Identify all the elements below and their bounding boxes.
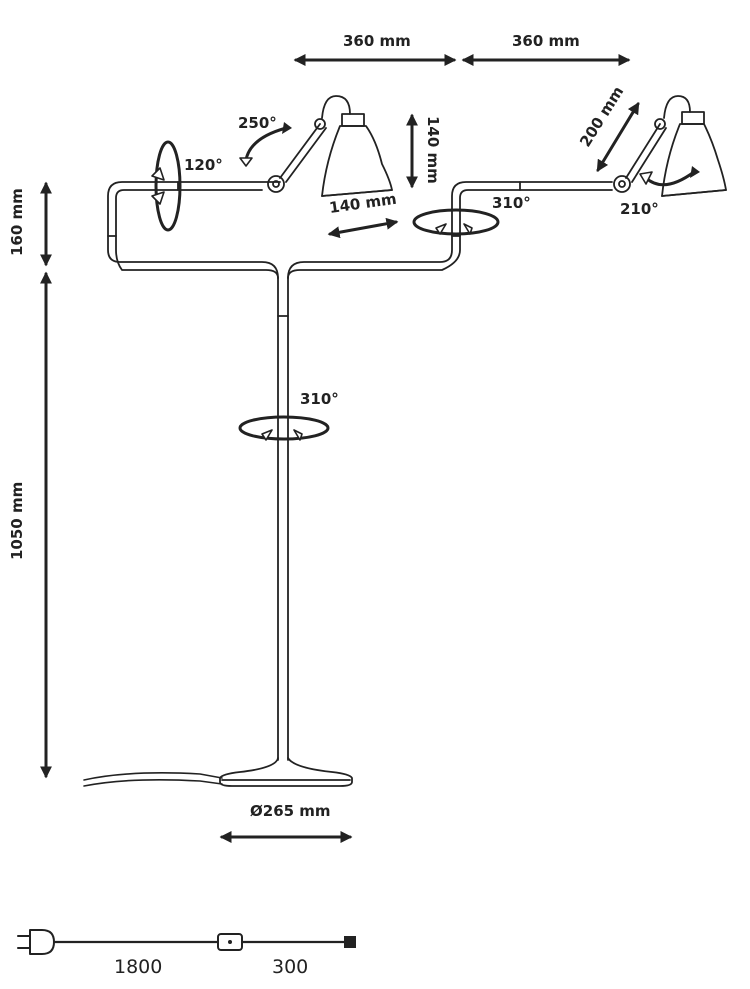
base-diameter-label: Ø265 mm	[250, 802, 331, 820]
floor-cord	[83, 772, 223, 781]
rotation-arrows	[151, 122, 700, 441]
arm-right-reach-label: 360 mm	[343, 32, 411, 50]
cord-diagram: 1800 300	[17, 929, 356, 978]
right-shade-tilt-label: 210°	[620, 200, 659, 218]
left-shade-tilt-label: 250°	[238, 114, 277, 132]
cord-end-connector	[344, 936, 356, 948]
left-arm-swivel-label: 120°	[184, 156, 223, 174]
right-arm-length-label: 200 mm	[576, 83, 627, 150]
stand-height-label: 1050 mm	[8, 482, 26, 560]
arm-left-reach-label: 360 mm	[512, 32, 580, 50]
lamp-base	[219, 757, 353, 787]
head-height-label: 160 mm	[8, 188, 26, 256]
plug-to-switch-length: 1800	[114, 956, 162, 978]
dimension-arrows	[40, 54, 640, 843]
left-lamp-head	[267, 95, 393, 197]
right-lamp-head	[613, 95, 727, 197]
switch-icon	[217, 933, 243, 951]
switch-to-lamp-length: 300	[272, 956, 308, 978]
left-shade-height-label: 140 mm	[424, 116, 442, 184]
plug-icon	[17, 929, 55, 955]
lamp-frame	[107, 181, 613, 761]
stem-swivel-label: 310°	[300, 390, 339, 408]
right-joint-swivel-label: 310°	[492, 194, 531, 212]
